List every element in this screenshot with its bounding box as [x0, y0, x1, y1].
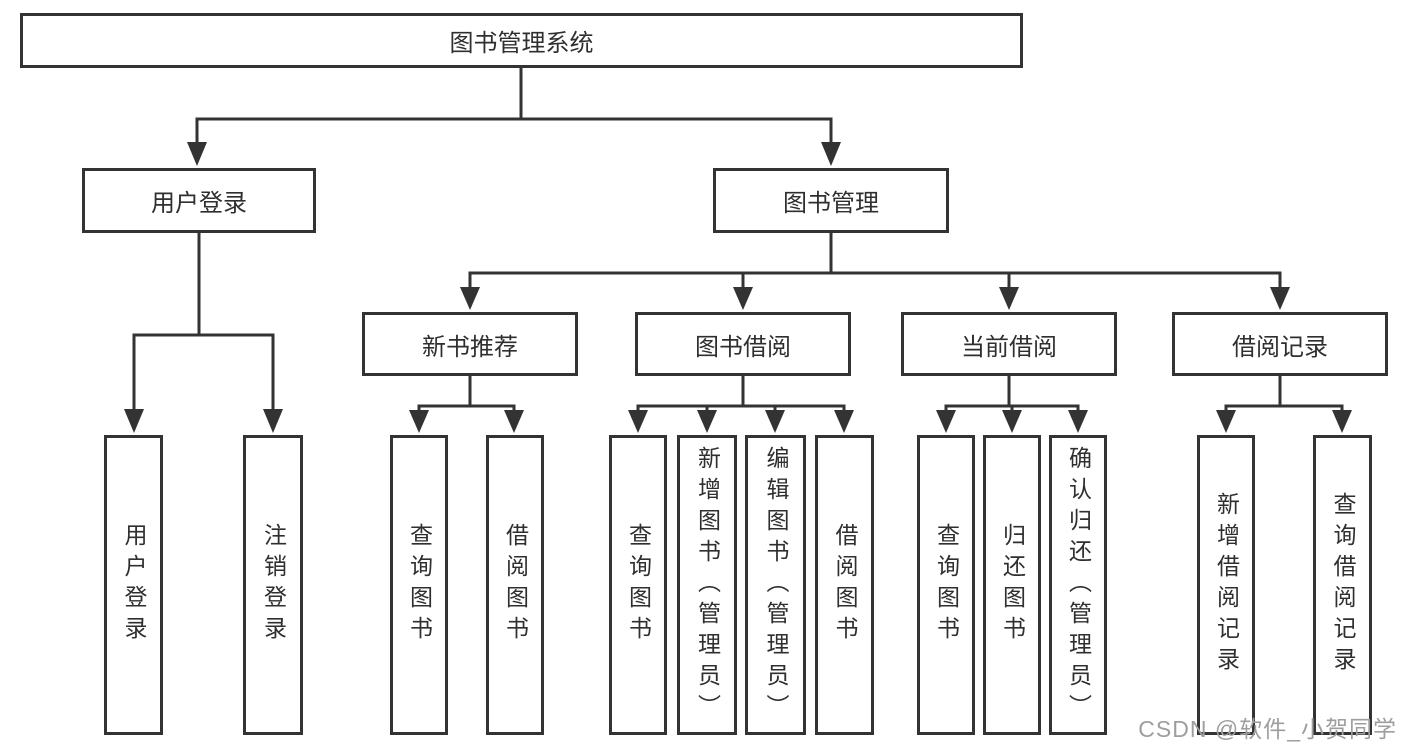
- node-label: 用户登录: [121, 523, 147, 647]
- arrow-down-icon: [765, 410, 785, 433]
- arrow-down-icon: [936, 410, 956, 433]
- arrow-down-icon: [263, 409, 283, 433]
- node-label: 查询图书: [406, 523, 433, 647]
- leaf-borrow-add-book-admin: 新增图书（管理员）: [677, 435, 737, 735]
- arrow-down-icon: [504, 410, 524, 433]
- leaf-current-confirm-return-admin: 确认归还（管理员）: [1049, 435, 1107, 735]
- arrow-down-icon: [124, 409, 144, 433]
- connector-currentborrow-to-leaves: [936, 376, 1088, 433]
- leaf-record-add-record: 新增借阅记录: [1197, 435, 1255, 735]
- connector-userlogin-to-leaves: [124, 233, 283, 433]
- arrow-down-icon: [1270, 287, 1290, 310]
- arrow-down-icon: [1332, 410, 1352, 433]
- arrow-down-icon: [834, 410, 854, 433]
- leaf-current-return-book: 归还图书: [983, 435, 1041, 735]
- node-label: 编辑图书（管理员）: [763, 445, 789, 725]
- leaf-newbook-query-book: 查询图书: [390, 435, 448, 735]
- node-user-login: 用户登录: [82, 168, 316, 233]
- node-label: 确认归还（管理员）: [1065, 445, 1092, 725]
- connector-root-to-level2: [187, 68, 841, 166]
- leaf-newbook-borrow-book: 借阅图书: [486, 435, 544, 735]
- node-new-book-recommend: 新书推荐: [362, 312, 578, 376]
- arrow-down-icon: [821, 142, 841, 166]
- node-book-borrow: 图书借阅: [635, 312, 851, 376]
- arrow-down-icon: [460, 287, 480, 310]
- arrow-down-icon: [697, 410, 717, 433]
- node-label: 图书管理系统: [449, 30, 594, 57]
- node-label: 借阅图书: [502, 523, 529, 647]
- leaf-borrow-borrow-book: 借阅图书: [815, 435, 874, 735]
- connector-bookborrow-to-leaves: [628, 376, 854, 433]
- node-label: 注销登录: [260, 523, 287, 647]
- leaf-borrow-edit-book-admin: 编辑图书（管理员）: [745, 435, 806, 735]
- leaf-borrow-query-book: 查询图书: [609, 435, 667, 735]
- arrow-down-icon: [409, 410, 429, 433]
- node-borrow-record: 借阅记录: [1172, 312, 1388, 376]
- connector-borrowrecord-to-leaves: [1216, 376, 1352, 433]
- node-label: 当前借阅: [961, 333, 1057, 361]
- node-current-borrow: 当前借阅: [901, 312, 1117, 376]
- arrow-down-icon: [733, 287, 753, 310]
- node-label: 查询借阅记录: [1330, 492, 1356, 678]
- node-book-management: 图书管理: [713, 168, 949, 233]
- arrow-down-icon: [1068, 410, 1088, 433]
- arrow-down-icon: [1216, 410, 1236, 433]
- arrow-down-icon: [187, 142, 207, 166]
- leaf-user-login: 用户登录: [104, 435, 163, 735]
- node-label: 查询图书: [933, 523, 960, 647]
- node-label: 借阅记录: [1232, 333, 1328, 361]
- leaf-record-query-record: 查询借阅记录: [1313, 435, 1372, 735]
- connector-bookmgmt-to-level3: [460, 233, 1290, 310]
- arrow-down-icon: [999, 287, 1019, 310]
- node-label: 新增借阅记录: [1213, 492, 1240, 678]
- csdn-watermark: CSDN @软件_小贺同学: [1138, 716, 1397, 742]
- node-label: 新增图书（管理员）: [694, 445, 721, 725]
- connector-newbook-to-leaves: [409, 376, 524, 433]
- leaf-current-query-book: 查询图书: [917, 435, 975, 735]
- leaf-logout: 注销登录: [243, 435, 303, 735]
- arrow-down-icon: [1002, 410, 1022, 433]
- node-label: 归还图书: [999, 523, 1026, 647]
- node-label: 图书管理: [783, 190, 879, 217]
- node-label: 查询图书: [625, 523, 652, 647]
- node-label: 借阅图书: [832, 523, 858, 647]
- node-label: 图书借阅: [695, 333, 791, 361]
- node-label: 新书推荐: [422, 333, 518, 361]
- arrow-down-icon: [628, 410, 648, 433]
- node-library-system: 图书管理系统: [20, 13, 1023, 68]
- node-label: 用户登录: [151, 190, 247, 217]
